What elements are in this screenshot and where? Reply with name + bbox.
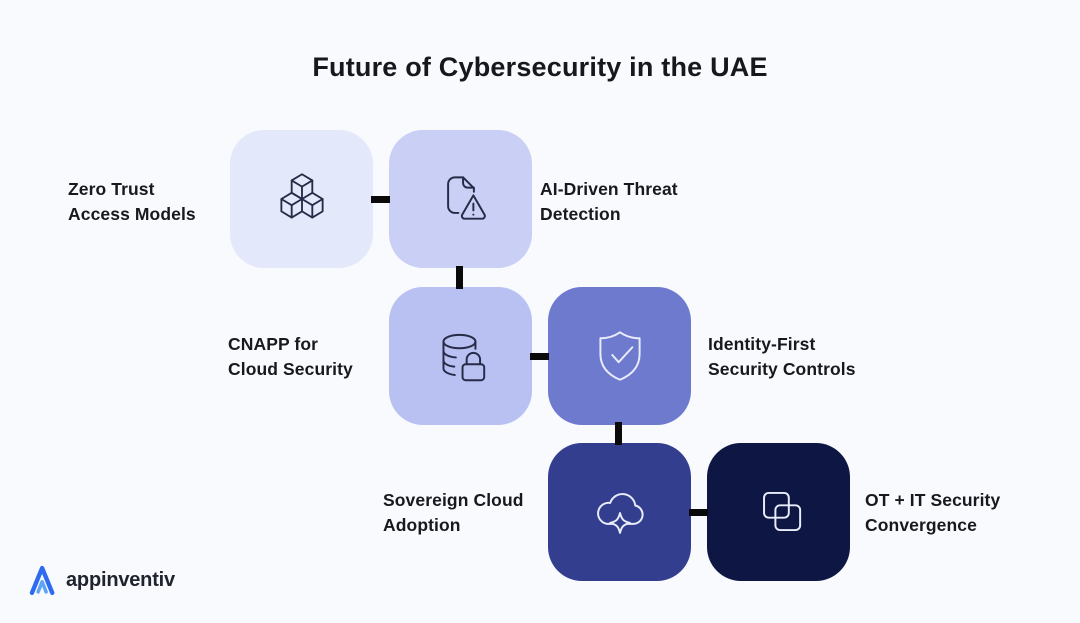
- brand-logo: appinventiv: [28, 563, 175, 597]
- node-label-identity-first: Identity-First Security Controls: [708, 334, 856, 379]
- connector-node4-node5: [615, 422, 622, 445]
- overlap-squares-icon: [762, 491, 801, 532]
- node-zero-trust: [230, 130, 373, 268]
- page-title: Future of Cybersecurity in the UAE: [312, 52, 768, 82]
- node-identity-first: [548, 287, 691, 425]
- node-label-cnapp-cloud-security: CNAPP for Cloud Security: [228, 334, 353, 379]
- connector-node2-node3: [456, 266, 463, 289]
- node-sovereign-cloud: [548, 443, 691, 581]
- cubes-icon: [279, 173, 324, 219]
- database-lock-icon: [441, 333, 485, 382]
- node-label-ot-it-convergence: OT + IT Security Convergence: [865, 490, 1001, 535]
- cloud-sparkle-icon: [596, 493, 644, 534]
- brand-logo-text: appinventiv: [66, 568, 175, 591]
- node-cnapp-cloud-security: [389, 287, 532, 425]
- node-ot-it-convergence: [707, 443, 850, 581]
- document-alert-icon: [446, 176, 486, 220]
- connector-node1-node2: [371, 196, 390, 203]
- node-label-sovereign-cloud: Sovereign Cloud Adoption: [383, 490, 524, 535]
- node-label-ai-threat-detection: AI-Driven Threat Detection: [540, 179, 678, 224]
- connector-node3-node4: [530, 353, 549, 360]
- node-label-zero-trust: Zero Trust Access Models: [68, 179, 196, 224]
- connector-node5-node6: [689, 509, 708, 516]
- appinventiv-logo-icon: [29, 565, 55, 595]
- node-ai-threat-detection: [389, 130, 532, 268]
- shield-check-icon: [598, 331, 641, 381]
